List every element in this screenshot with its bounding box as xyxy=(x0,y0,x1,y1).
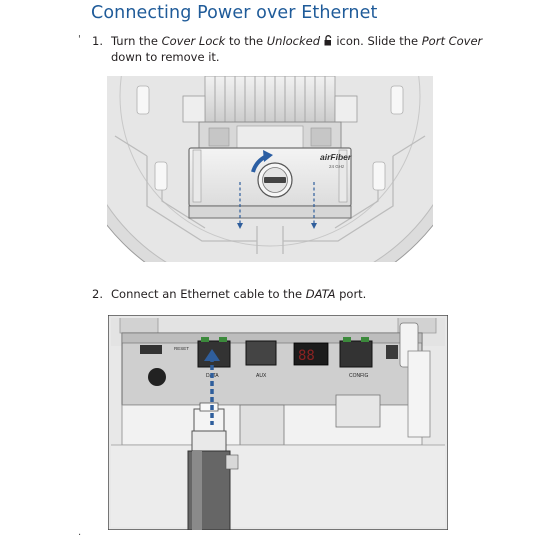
step-1-number: 1. xyxy=(92,34,103,48)
port-cover-term: Port Cover xyxy=(421,34,483,48)
unlocked-term: Unlocked xyxy=(266,34,321,48)
step-2-number: 2. xyxy=(92,287,103,301)
data-port-term: DATA xyxy=(305,287,336,301)
unlocked-icon xyxy=(324,35,333,50)
data-port-figure: RESET DATA AUX 88 CONFIG xyxy=(108,315,448,530)
step-2-text-a: Connect an Ethernet cable to the xyxy=(111,287,306,301)
config-port-label: CONFIG xyxy=(349,373,369,379)
insert-arrow-icon xyxy=(204,349,220,425)
page-heading: Connecting Power over Ethernet xyxy=(91,3,378,23)
step-1-text-a: Turn the xyxy=(111,34,162,48)
band-label: 24 GHz xyxy=(329,164,345,169)
reset-label: RESET xyxy=(174,346,189,351)
brand-label: airFiber xyxy=(320,152,352,162)
bullet-mark: ' xyxy=(78,34,81,45)
step-2-text-c: port. xyxy=(335,287,367,301)
cover-lock-term: Cover Lock xyxy=(161,34,226,48)
step-1-line-2: down to remove it. xyxy=(111,50,220,64)
step-1-text-e: icon. Slide the xyxy=(332,34,422,48)
rotate-arrow-icon xyxy=(251,150,273,173)
led-display: 88 xyxy=(298,348,315,364)
footer-mark: . xyxy=(78,527,82,538)
step-1-text: Turn the Cover Lock to the Unlocked icon… xyxy=(111,34,482,65)
cover-lock-figure: airFiber 24 GHz xyxy=(107,76,433,262)
step-1-text-c: to the xyxy=(225,34,267,48)
step-2-text: Connect an Ethernet cable to the DATA po… xyxy=(111,287,366,302)
aux-port-label: AUX xyxy=(256,373,267,379)
